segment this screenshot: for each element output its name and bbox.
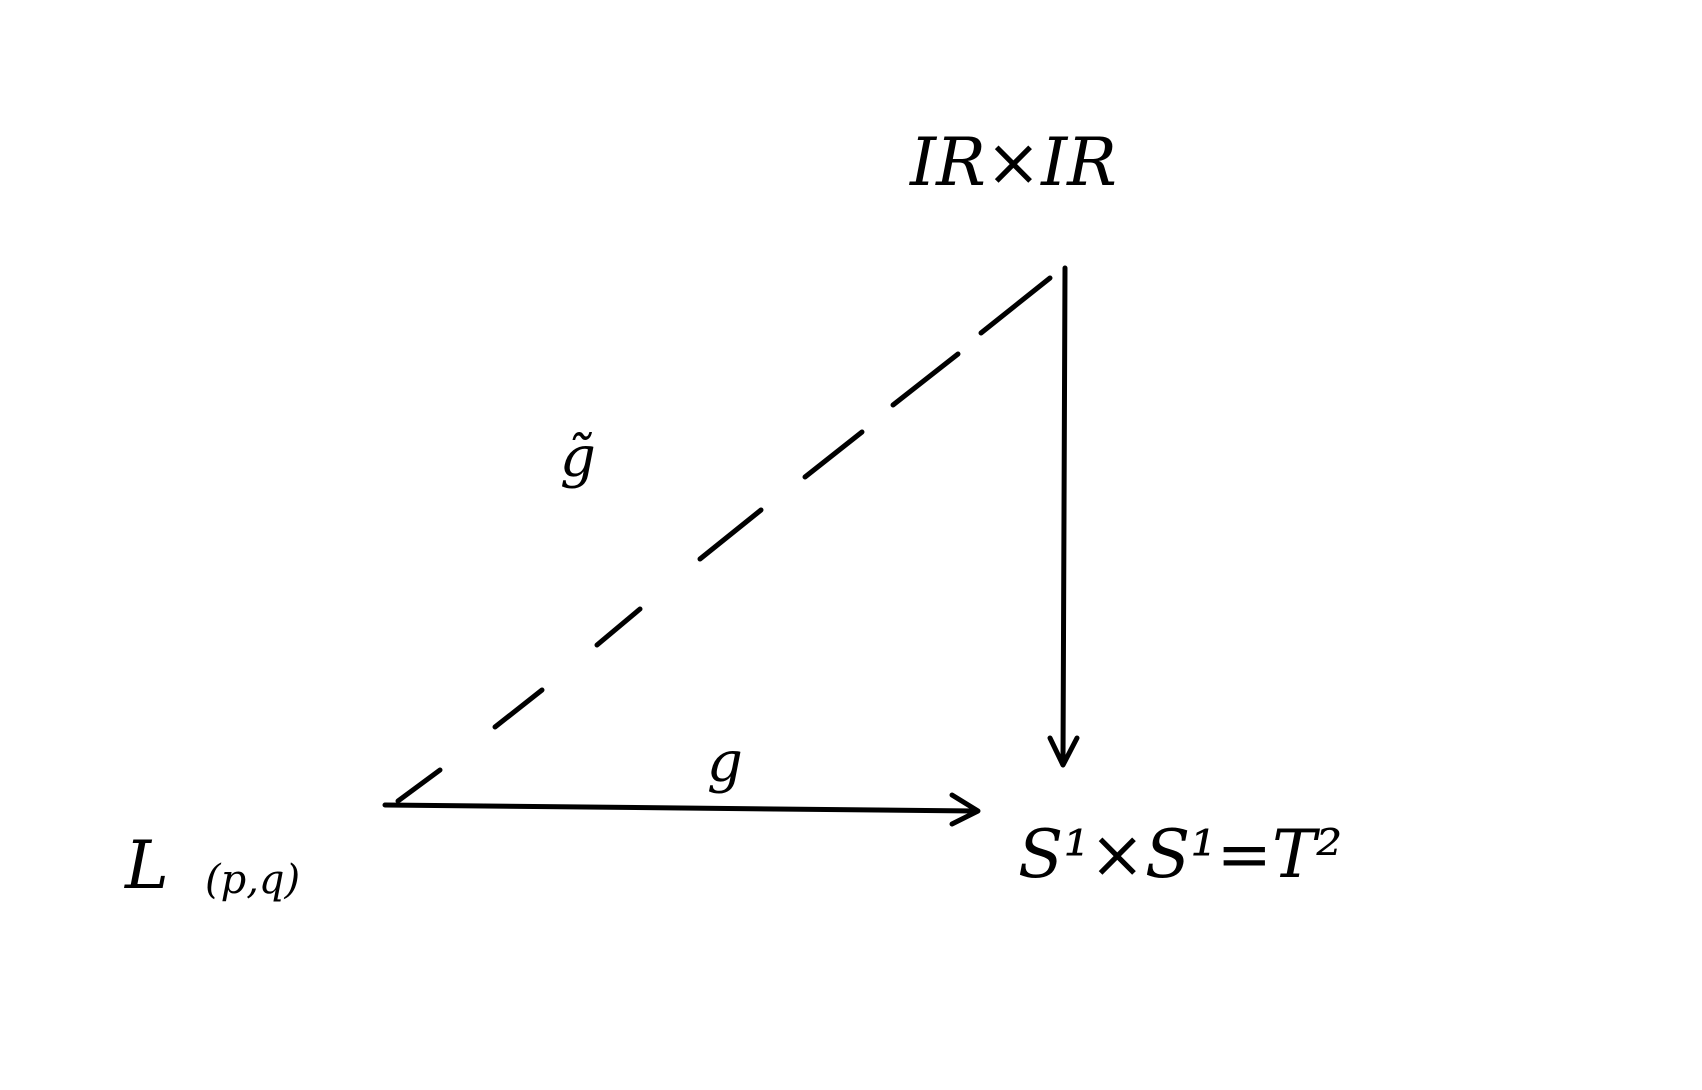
lift-dash xyxy=(594,606,643,648)
lift-dash xyxy=(978,275,1053,336)
lift-dash xyxy=(802,429,865,480)
node-lens-space-args: (p,q) xyxy=(205,857,301,903)
lift-dash xyxy=(697,507,764,562)
lift-dash xyxy=(890,351,961,408)
covering-map-shaft xyxy=(1060,265,1068,763)
node-lens-space-main: L xyxy=(125,827,169,904)
lift-g-tilde-dashed-arrow xyxy=(395,275,1053,804)
map-g-shaft xyxy=(382,802,978,814)
label-g: g xyxy=(707,730,743,795)
lift-dash xyxy=(395,767,443,804)
label-g-tilde: g̃ xyxy=(560,425,596,490)
map-g-arrow xyxy=(382,792,981,827)
node-r-times-r: IR×IR xyxy=(910,124,1117,201)
covering-map-head xyxy=(1047,735,1080,768)
covering-map-arrow xyxy=(1047,265,1080,768)
map-g-head xyxy=(949,792,981,827)
lift-dash xyxy=(492,687,545,730)
node-torus: S¹×S¹=T² xyxy=(1018,816,1343,893)
